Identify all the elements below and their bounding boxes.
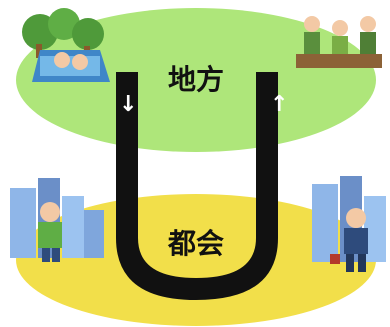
farmers-icon <box>296 16 382 68</box>
rural-region-ellipse <box>16 8 376 152</box>
city-tourist-icon <box>10 178 104 262</box>
urban-region-ellipse <box>16 194 376 326</box>
u-turn-path <box>116 72 278 300</box>
up-arrow: ↑ <box>270 92 289 117</box>
urban-label: 都会 <box>168 227 225 260</box>
down-arrow: ↓ <box>119 92 138 117</box>
rural-label: 地方 <box>168 63 225 96</box>
tent-camping-icon <box>22 8 110 82</box>
businessman-city-icon <box>312 176 386 272</box>
